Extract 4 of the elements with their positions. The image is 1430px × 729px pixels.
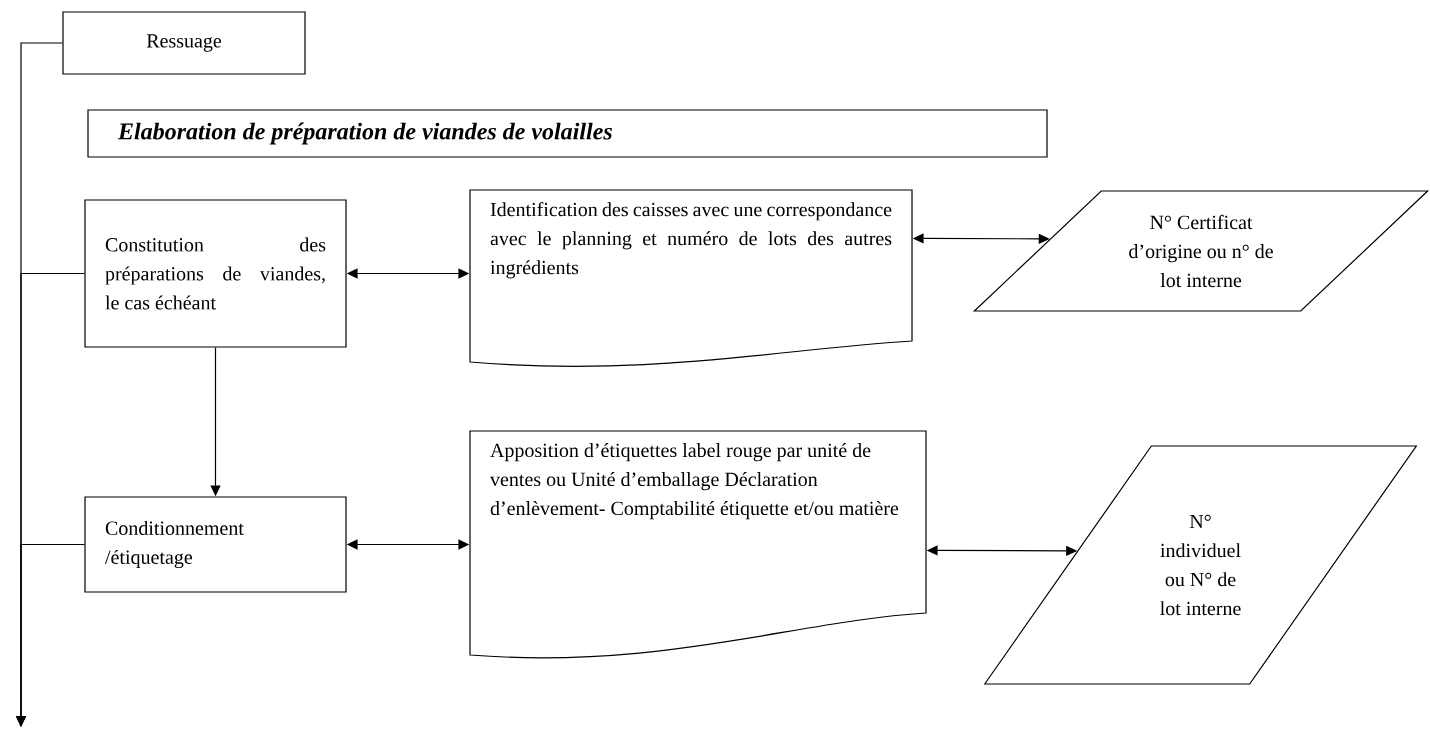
process-box: Elaboration de préparation de viandes de volailles bbox=[87, 109, 1048, 158]
process-box: Conditionnement /étiquetage bbox=[84, 496, 347, 593]
process-box: Constitution des préparations de viandes, le cas échéant bbox=[84, 199, 347, 348]
process-box: Ressuage bbox=[62, 11, 306, 75]
